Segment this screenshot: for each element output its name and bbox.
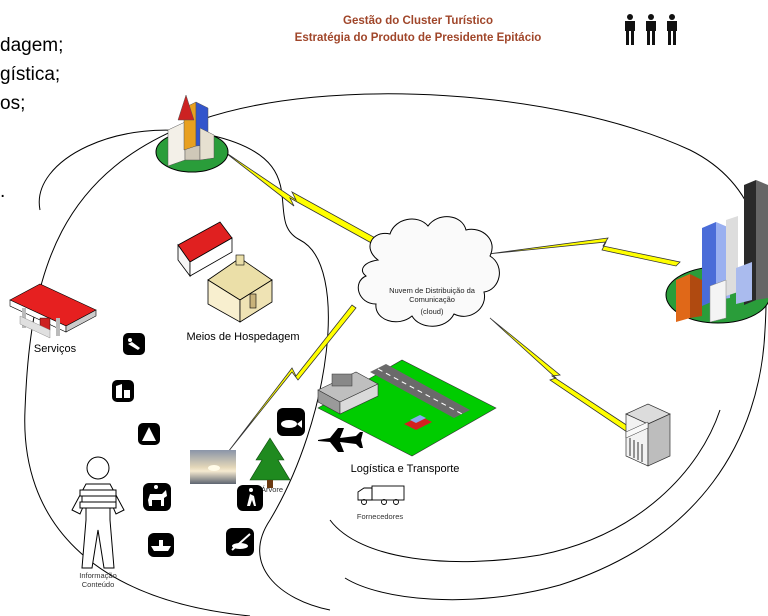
cluster-boundary [24, 93, 767, 616]
house-icon [177, 221, 273, 323]
title-line-1: Gestão do Cluster Turístico [343, 15, 493, 27]
label-arvore: Árvore [261, 485, 283, 494]
gas-station-icon [9, 283, 97, 339]
small-town-icon [155, 94, 229, 173]
kayaking-icon [226, 528, 254, 556]
diving-icon [123, 333, 145, 355]
label-logistica: Logística e Transporte [351, 463, 460, 475]
bullet-text-2: gística; [0, 64, 60, 85]
hiking-icon [237, 485, 263, 511]
cloud-label-3: (cloud) [421, 307, 444, 316]
airplane-icon [318, 428, 363, 452]
label-servicos: Serviços [34, 343, 77, 355]
sunset-photo [190, 450, 236, 484]
motorboat-icon [148, 533, 174, 557]
cloud-label-1: Nuvem de Distribuição da [389, 286, 476, 295]
inner-boundary [38, 129, 331, 611]
horse-riding-icon [143, 483, 171, 511]
bank-building-icon [625, 403, 671, 467]
restroom-icon [112, 380, 134, 402]
label-informacao: Informação [79, 571, 117, 580]
lower-boundary [329, 409, 721, 563]
skyscrapers-icon [665, 180, 768, 324]
title-line-2: Estratégia do Produto de Presidente Epit… [295, 32, 542, 44]
truck-icon [357, 485, 405, 505]
label-hospedagem: Meios de Hospedagem [186, 331, 299, 343]
airport-icon [317, 359, 497, 457]
bullet-text-1: dagem; [0, 35, 63, 56]
communication-cloud: Nuvem de Distribuição da Comunicação (cl… [357, 216, 500, 327]
fishing-icon [277, 408, 305, 436]
label-fornecedores: Fornecedores [357, 512, 404, 521]
three-people-icon [625, 14, 677, 45]
cloud-label-2: Comunicação [409, 295, 455, 304]
bullet-text-3: os; [0, 93, 25, 114]
camping-icon [138, 423, 160, 445]
person-books-icon [71, 456, 125, 569]
label-conteudo: Conteúdo [82, 580, 115, 589]
tree-icon [249, 437, 291, 488]
bullet-text-4: . [0, 181, 5, 202]
